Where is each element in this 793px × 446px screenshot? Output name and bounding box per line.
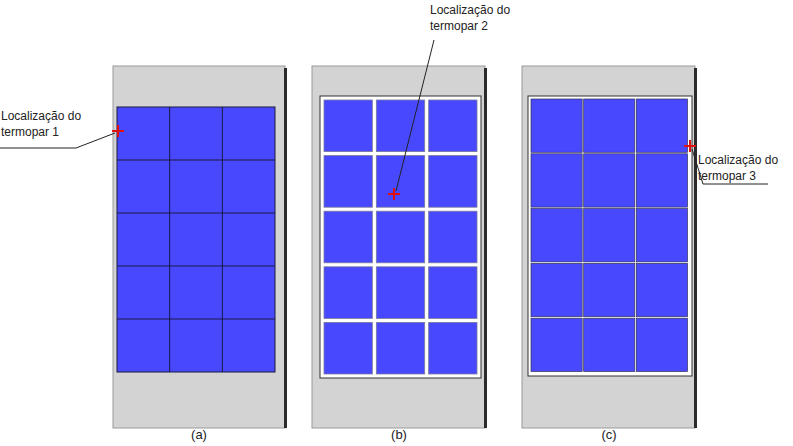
thermocouple-mark [689,140,691,152]
solar-cell [324,156,372,208]
cell-gap [169,107,170,372]
module-frame [113,66,285,428]
solar-cell [584,318,635,371]
cell-area [320,96,481,378]
solar-cell [531,154,582,207]
panel-caption: (a) [169,427,229,443]
thermocouple-mark [117,125,119,137]
cell-gap [117,160,275,161]
solar-cell [429,267,477,319]
solar-cell [429,322,477,374]
solar-cell [429,156,477,208]
panel-caption: (b) [369,427,429,443]
solar-cell [531,318,582,371]
solar-cell [376,322,424,374]
solar-cell [429,100,477,152]
solar-cell [531,263,582,316]
solar-cell [584,209,635,262]
frame-shadow [484,68,487,428]
thermocouple-mark [112,125,124,137]
cell-gap [117,266,275,267]
cell-gap [222,107,223,372]
solar-cell [636,154,687,207]
solar-cell [584,99,635,152]
solar-cell [376,211,424,263]
solar-cell [636,318,687,371]
cell-area [528,96,692,376]
solar-cell [429,211,477,263]
solar-cell [324,267,372,319]
cell-gap [117,213,275,214]
solar-cell [376,156,424,208]
module-frame [312,66,485,428]
callout-label: Localização do termopar 2 [430,2,540,34]
panel-caption: (c) [579,427,639,443]
frame-shadow [284,68,287,428]
thermocouple-mark [388,188,400,200]
frame-shadow [694,68,697,428]
cell-area [117,107,275,372]
solar-cell [636,99,687,152]
solar-cell [324,100,372,152]
cell-grid [117,99,688,374]
leader-line [396,40,434,191]
solar-cell [324,322,372,374]
solar-cell [376,267,424,319]
module-frame [522,66,695,428]
solar-cell [584,154,635,207]
thermocouple-mark [684,140,696,152]
solar-cell [584,263,635,316]
solar-cell [531,99,582,152]
callout-label: Localização do termopar 1 [1,108,97,140]
solar-cell [636,209,687,262]
solar-cell [531,209,582,262]
callout-label: Localização do termopar 3 [698,152,790,184]
solar-cell [324,211,372,263]
thermocouple-mark [393,188,395,200]
cell-gap [117,319,275,320]
solar-cell [636,263,687,316]
